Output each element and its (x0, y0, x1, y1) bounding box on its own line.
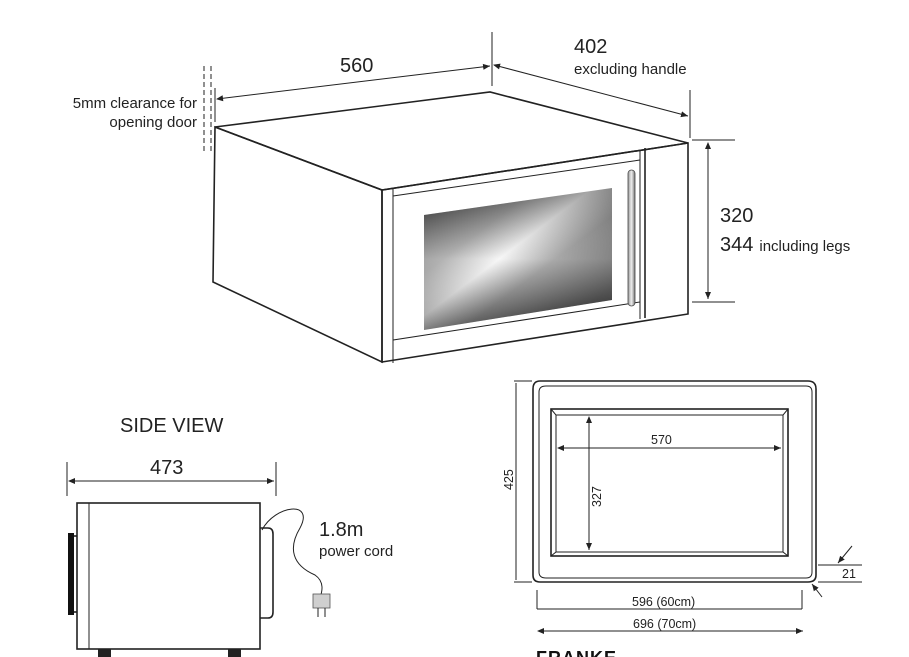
depth-402-label: 402 (574, 36, 607, 58)
width-596-label: 596 (60cm) (632, 595, 695, 609)
side-depth-473-label: 473 (150, 457, 183, 479)
side-view-title: SIDE VIEW (120, 415, 223, 437)
cord-note: power cord (319, 543, 393, 560)
unit-front-face (381, 142, 689, 363)
unit-left-face (212, 125, 383, 364)
depth-note: excluding handle (574, 61, 687, 78)
width-560-label: 560 (340, 55, 373, 77)
power-plug (312, 593, 331, 609)
unit-top-face (214, 91, 689, 191)
door-handle (627, 169, 636, 307)
top-3d-view (212, 91, 689, 364)
height-344-label: 344 (720, 234, 753, 256)
clearance-note-line1: 5mm clearance for (73, 95, 197, 112)
height-344-note: including legs (759, 238, 850, 255)
side-handle (68, 533, 74, 615)
outer-height-425-label: 425 (502, 469, 516, 490)
clearance-note-line2: opening door (109, 114, 197, 131)
side-foot-back (228, 649, 241, 657)
inner-height-327-label: 327 (590, 486, 604, 507)
width-696-label: 696 (70cm) (633, 617, 696, 631)
side-foot-front (98, 649, 111, 657)
cord-length-label: 1.8m (319, 519, 363, 541)
frame-border-21-label: 21 (842, 567, 856, 581)
inner-width-570-label: 570 (651, 433, 672, 447)
trim-frame (532, 380, 817, 583)
height-320-label: 320 (720, 205, 753, 227)
brand-partial: FRANKE (536, 648, 617, 657)
side-view-unit (68, 502, 331, 657)
power-cord (261, 508, 323, 599)
